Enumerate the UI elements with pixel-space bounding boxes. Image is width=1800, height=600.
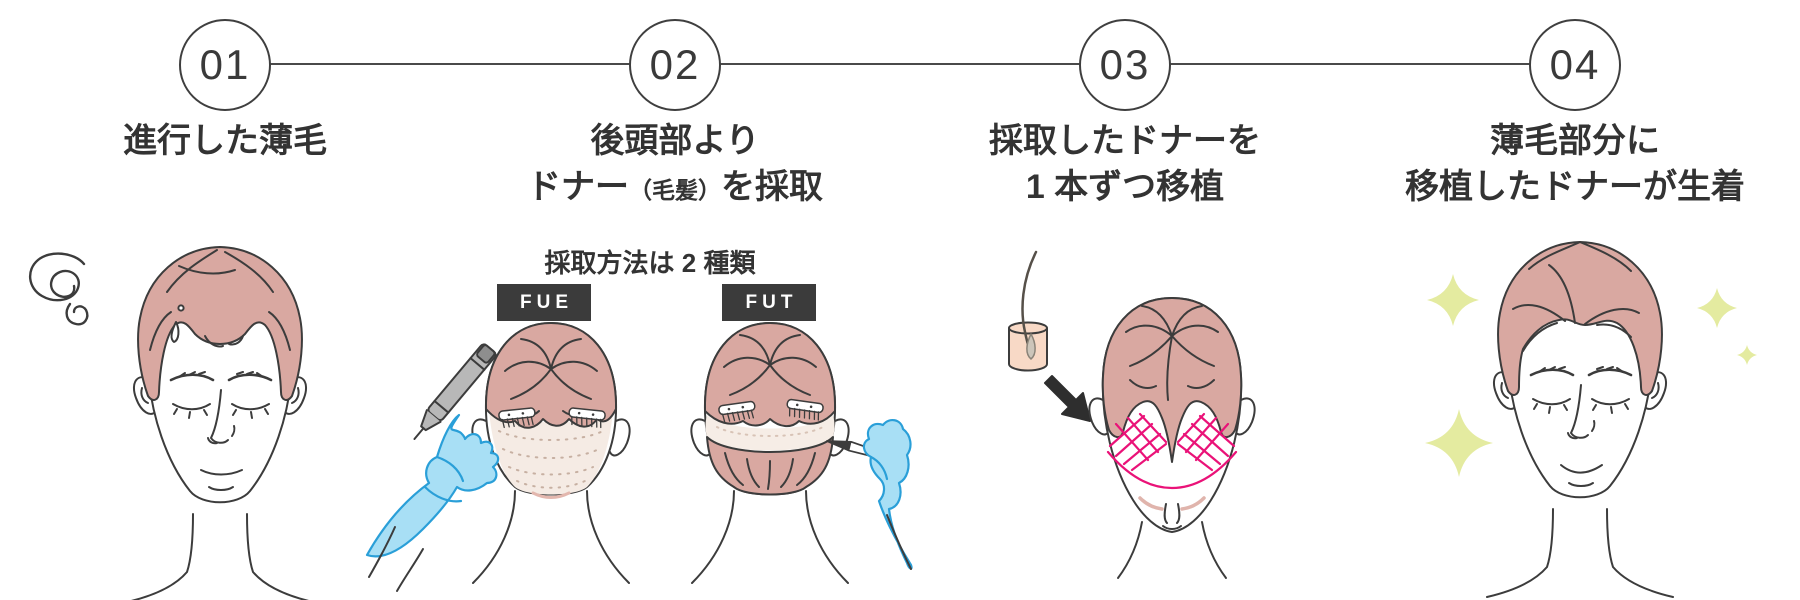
fue-method-badge: FUE xyxy=(497,284,591,321)
left-eyebrow xyxy=(169,373,215,382)
harvest-methods-heading: 採取方法は 2 種類 xyxy=(544,248,756,278)
step-3-title-line2: 1 本ずつ移植 xyxy=(1025,168,1225,206)
neck-left xyxy=(130,513,194,600)
step-4-title-line1: 薄毛部分に xyxy=(1490,122,1660,160)
gloved-hand-fut xyxy=(862,419,913,570)
excision-strip xyxy=(705,415,835,451)
fue-punch-tool xyxy=(413,343,497,440)
hair-clip xyxy=(568,407,606,429)
smiling-mouth xyxy=(1560,464,1603,474)
neck-right xyxy=(246,513,310,600)
step-4-number-badge: 04 xyxy=(1529,19,1621,111)
worry-scribble-icon xyxy=(29,252,89,326)
step-1-title: 進行した薄毛 xyxy=(0,118,450,164)
step-4-title-line2: 移植したドナーが生着 xyxy=(1405,168,1745,206)
hair-clip xyxy=(786,398,824,421)
step-1-number-badge: 01 xyxy=(179,19,271,111)
step-4-title: 薄毛部分に 移植したドナーが生着 xyxy=(1350,118,1800,210)
hair-clip xyxy=(718,400,756,423)
step-3-transplant-illustration xyxy=(1008,250,1256,579)
step-connector-line xyxy=(225,63,1575,65)
step-2-title-line2-tail: を採取 xyxy=(721,168,823,206)
step-2-title: 後頭部より ドナー（毛髪）を採取 xyxy=(450,118,900,213)
right-eyebrow xyxy=(227,373,273,382)
right-eyebrow xyxy=(1587,368,1633,377)
shaved-area xyxy=(489,411,613,495)
sparkle-icon xyxy=(1737,345,1757,365)
step-3-title: 採取したドナーを 1 本ずつ移植 xyxy=(900,118,1350,210)
left-eye-closed xyxy=(1532,398,1571,406)
nose xyxy=(1570,384,1589,439)
full-hair xyxy=(1497,241,1663,396)
step-2-title-line1: 後頭部より xyxy=(590,122,760,160)
sparkle-icon xyxy=(1425,409,1493,477)
fut-harvest-illustration xyxy=(690,322,913,584)
step-2-number-badge: 02 xyxy=(629,19,721,111)
step-1-title-line1: 進行した薄毛 xyxy=(123,122,327,160)
step-3-number-badge: 03 xyxy=(1079,19,1171,111)
step-3-number: 03 xyxy=(1099,41,1151,88)
arrow-down-right-icon xyxy=(1044,375,1091,422)
left-eye-closed xyxy=(172,403,211,411)
step-4-restored-face-illustration xyxy=(1425,241,1757,598)
crown-hair xyxy=(1101,297,1243,463)
sparkle-icon xyxy=(1697,288,1737,328)
clipped-up-hair xyxy=(485,322,617,429)
step-2-title-line2-small: （毛髪） xyxy=(629,177,721,203)
graft-grid-marks xyxy=(1106,412,1238,490)
sparkle-icon xyxy=(1427,274,1479,326)
step-2-number: 02 xyxy=(649,41,701,88)
sparkle-icons xyxy=(1425,274,1757,477)
hair-clip xyxy=(498,407,536,429)
hair-follicle-in-tube-icon xyxy=(1008,250,1048,372)
gloved-hand-fue xyxy=(365,413,500,558)
right-eye-closed xyxy=(231,403,270,411)
step-2-title-line2-main: ドナー xyxy=(527,168,629,206)
right-eye-closed xyxy=(1591,398,1630,406)
sweat-drop-small xyxy=(177,304,185,312)
sweat-drop xyxy=(170,321,180,343)
upper-hair xyxy=(704,322,836,427)
nose xyxy=(210,389,229,444)
step-1-number: 01 xyxy=(199,41,251,88)
fut-method-badge: FUT xyxy=(722,284,816,321)
step-4-number: 04 xyxy=(1549,41,1601,88)
step-1-thinning-face-illustration xyxy=(130,246,310,600)
mouth xyxy=(200,469,243,476)
fue-harvest-illustration xyxy=(365,322,631,592)
left-eyebrow xyxy=(1529,368,1575,377)
step-3-title-line1: 採取したドナーを xyxy=(989,122,1261,160)
